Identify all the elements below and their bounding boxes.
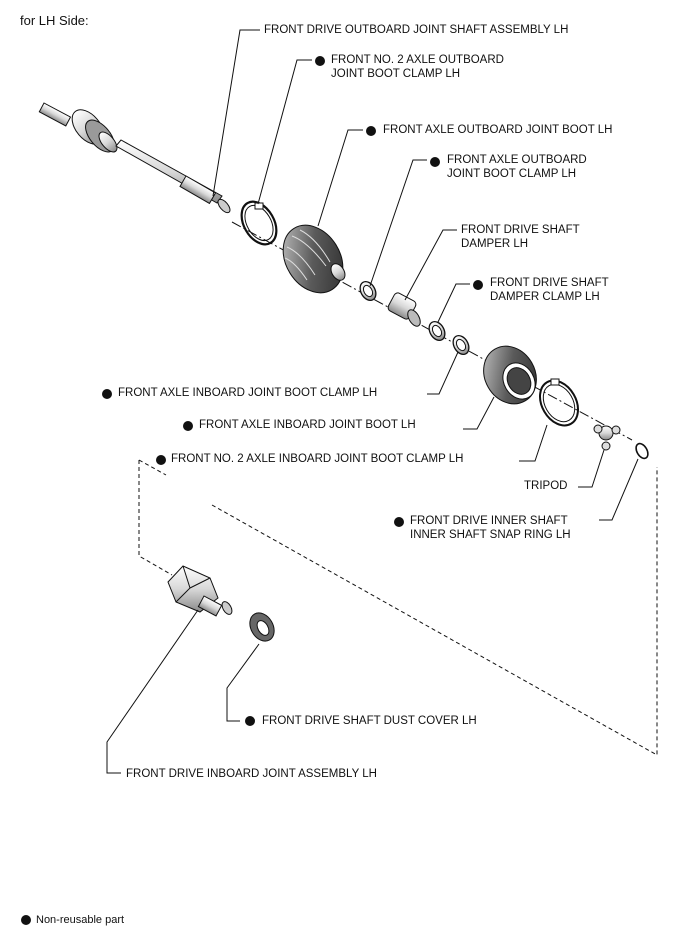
- non-reusable-marker: [245, 716, 255, 726]
- non-reusable-marker: [102, 389, 112, 399]
- callout-inboard-boot: FRONT AXLE INBOARD JOINT BOOT LH: [199, 419, 416, 431]
- no2-outboard-boot-clamp: [240, 200, 278, 246]
- leader-inboard-joint: [106, 609, 199, 774]
- callout-dust-cover: FRONT DRIVE SHAFT DUST COVER LH: [262, 715, 477, 727]
- leader-inboard-clamp: [427, 351, 459, 395]
- callout-damper-clamp: FRONT DRIVE SHAFT DAMPER CLAMP LH: [490, 277, 609, 303]
- callout-no2-inboard-boot-clamp: FRONT NO. 2 AXLE INBOARD JOINT BOOT CLAM…: [171, 453, 464, 465]
- shaft-damper: [387, 292, 421, 327]
- outboard-joint-shaft-assembly: [38, 102, 231, 214]
- non-reusable-marker: [156, 455, 166, 465]
- leader-inboard-boot: [463, 396, 495, 430]
- leader-no2-inboard-clamp: [519, 424, 548, 462]
- leader-no2-outboard-clamp: [257, 59, 312, 205]
- callout-no2-outboard-boot-clamp: FRONT NO. 2 AXLE OUTBOARD JOINT BOOT CLA…: [331, 54, 504, 80]
- inboard-joint-dashed-link: [138, 460, 173, 576]
- outboard-boot: [282, 224, 346, 294]
- tripod: [593, 424, 621, 451]
- callout-snap-ring: FRONT DRIVE INNER SHAFT INNER SHAFT SNAP…: [410, 515, 571, 541]
- callout-outboard-boot: FRONT AXLE OUTBOARD JOINT BOOT LH: [383, 124, 613, 136]
- leader-dust-cover: [226, 643, 260, 722]
- leader-outboard-shaft: [212, 29, 260, 197]
- dust-cover: [249, 612, 275, 642]
- callout-outboard-shaft-assembly: FRONT DRIVE OUTBOARD JOINT SHAFT ASSEMBL…: [264, 24, 569, 36]
- damper-clamp: [428, 321, 446, 341]
- non-reusable-marker: [394, 517, 404, 527]
- non-reusable-marker: [430, 157, 440, 167]
- non-reusable-marker: [183, 421, 193, 431]
- leader-outboard-boot: [317, 129, 363, 227]
- legend-non-reusable-label: Non-reusable part: [36, 914, 125, 926]
- inboard-joint-assembly: [167, 565, 233, 617]
- callout-shaft-damper: FRONT DRIVE SHAFT DAMPER LH: [461, 224, 580, 250]
- side-label: for LH Side:: [20, 13, 89, 28]
- leader-damper-clamp: [437, 283, 470, 323]
- legend-non-reusable-marker: [21, 915, 31, 925]
- snap-ring-dashed-link: [211, 467, 658, 756]
- leader-damper: [404, 229, 457, 301]
- callout-outboard-boot-clamp: FRONT AXLE OUTBOARD JOINT BOOT CLAMP LH: [447, 154, 587, 180]
- non-reusable-marker: [315, 56, 325, 66]
- leader-tripod: [578, 449, 605, 488]
- non-reusable-marker: [473, 280, 483, 290]
- callout-inboard-joint-assembly: FRONT DRIVE INBOARD JOINT ASSEMBLY LH: [126, 768, 377, 780]
- leader-outboard-clamp: [369, 159, 427, 287]
- inboard-boot-clamp: [452, 335, 470, 355]
- callout-inboard-boot-clamp: FRONT AXLE INBOARD JOINT BOOT CLAMP LH: [118, 387, 378, 399]
- snap-ring: [635, 442, 649, 460]
- leader-snap-ring: [599, 458, 639, 521]
- callout-tripod: TRIPOD: [524, 480, 568, 492]
- inboard-boot: [483, 345, 537, 405]
- no2-inboard-boot-clamp: [539, 378, 579, 427]
- non-reusable-marker: [366, 126, 376, 136]
- outboard-boot-clamp: [359, 281, 377, 301]
